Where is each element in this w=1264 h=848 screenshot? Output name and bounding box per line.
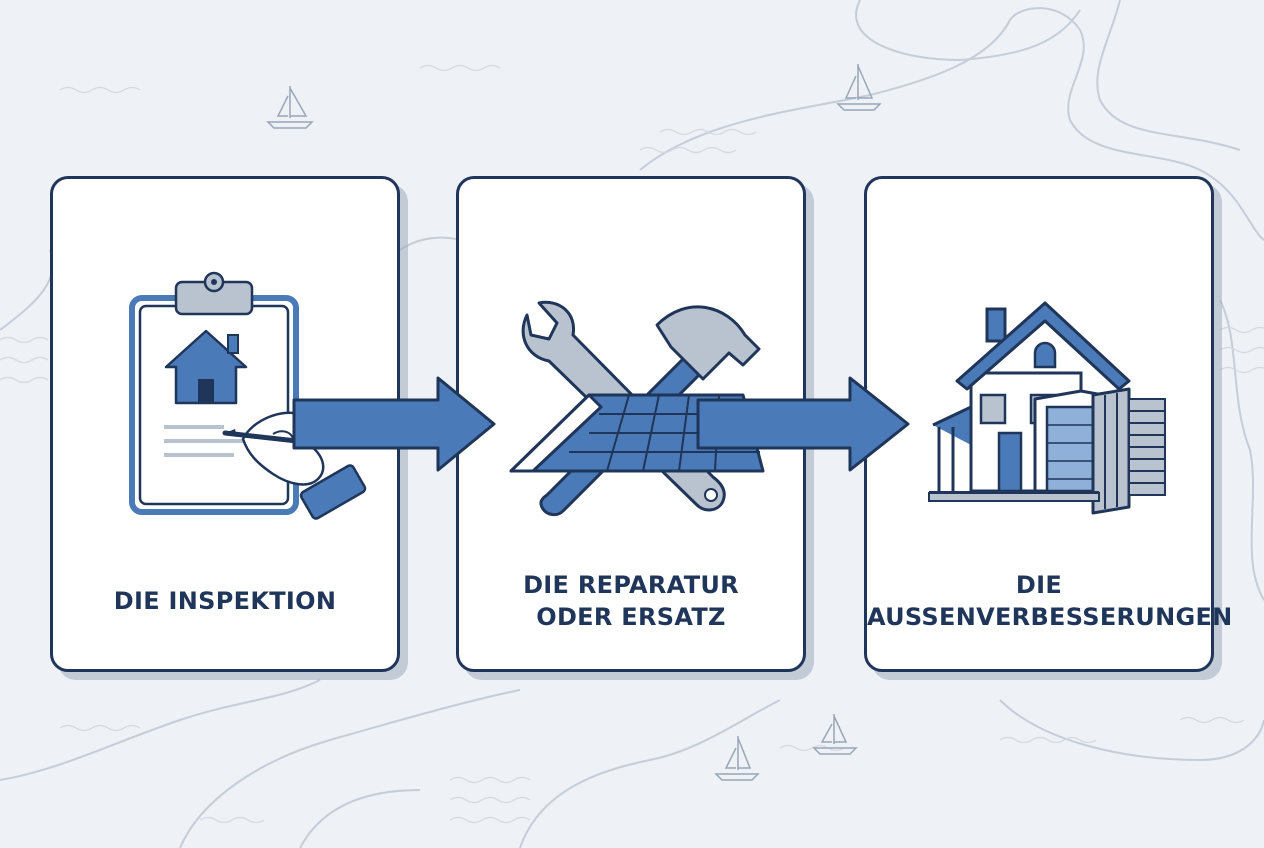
step-card-exterior: DIE AUßENVERBESSERUNGEN — [864, 176, 1233, 672]
house-siding-icon — [928, 301, 1166, 515]
step-title-repair: DIE REPARATUR ODER ERSATZ — [523, 571, 739, 631]
step-title-inspection: DIE INSPEKTION — [113, 587, 337, 615]
arrow-right-icon — [696, 376, 910, 472]
step-title-exterior: DIE AUßENVERBESSERUNGEN — [867, 571, 1233, 631]
step-card-repair: DIE REPARATUR ODER ERSATZ — [456, 176, 806, 672]
arrow-right-icon — [292, 376, 496, 472]
